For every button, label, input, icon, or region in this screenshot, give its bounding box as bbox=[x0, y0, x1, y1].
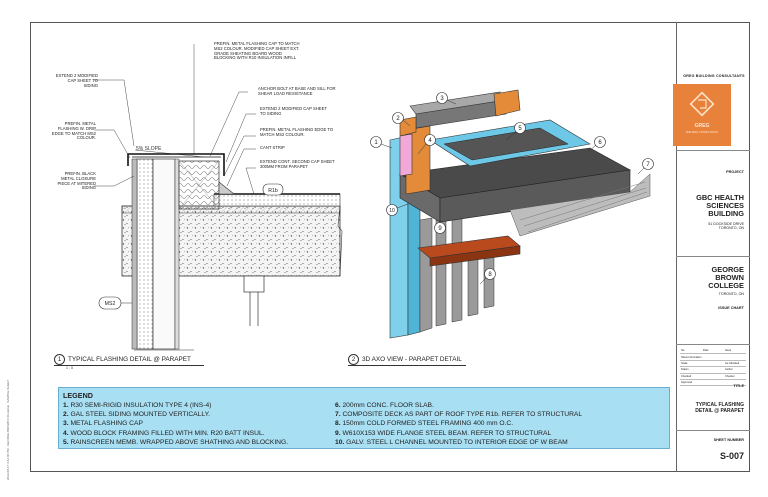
firm-logo: GREG BUILDING CONSULTANTS bbox=[673, 84, 731, 146]
project-label: PROJECT bbox=[726, 170, 744, 174]
ms2-tag-text: MS2 bbox=[105, 301, 116, 307]
logo-subtext: BUILDING CONSULTANTS bbox=[686, 130, 718, 134]
title-label: TITLE bbox=[733, 384, 744, 388]
svg-text:7: 7 bbox=[646, 162, 650, 168]
label-closure-piece: PREFIN. BLACK METAL CLOSURE PIECE AT MIT… bbox=[57, 171, 96, 191]
label-anchor-bolt: ANCHOR BOLT AT BASE AND SILL FOR SHEAR L… bbox=[258, 86, 336, 96]
axo-callouts: 1 2 3 4 5 6 7 8 9 10 bbox=[370, 92, 654, 285]
logo-mark-icon: GREG BUILDING CONSULTANTS bbox=[686, 91, 718, 134]
axo-tag-4: 4 bbox=[417, 134, 436, 155]
label-drip-edge: PREFIN. METAL FLASHING W. DRIP EDGE TO M… bbox=[51, 121, 96, 141]
svg-text:2: 2 bbox=[396, 116, 400, 122]
legend-item: 10. GALV. STEEL L CHANNEL MOUNTED TO INT… bbox=[335, 438, 568, 446]
legend-item: 9. W610X153 WIDE FLANGE STEEL BEAM. REFE… bbox=[335, 429, 552, 437]
sheet-side-stamp: 2022-08-17 4:42:48 PM · GEORGE BROWN COL… bbox=[6, 380, 16, 480]
svg-text:8: 8 bbox=[488, 272, 492, 278]
legend-title: LEGEND bbox=[63, 391, 93, 400]
legend-item: 5. RAINSCREEN MEMB. WRAPPED ABOVE SHATHI… bbox=[63, 438, 289, 446]
r1b-tag: R1b bbox=[262, 183, 284, 196]
caption-detail-2: 2 3D AXO VIEW - PARAPET DETAIL bbox=[348, 354, 466, 366]
sheet-number-label: SHEET NUMBER bbox=[713, 438, 744, 442]
legend-item: 3. METAL FLASHING CAP bbox=[63, 420, 143, 428]
legend-left-column: 1. R30 SEMI-RIGID INSULATION TYPE 4 (INS… bbox=[63, 401, 288, 447]
caption-detail-1: 1 TYPICAL FLASHING DETAIL @ PARAPET bbox=[54, 354, 204, 366]
label-flashing-edge: PREFIN. METAL FLASHING EDGE TO MATCH MS2… bbox=[260, 127, 334, 137]
svg-text:5: 5 bbox=[518, 126, 522, 132]
composite-deck bbox=[509, 173, 651, 237]
legend-item: 8. 150mm COLD FORMED STEEL FRAMING 400 m… bbox=[335, 420, 514, 428]
issue-chart-label: ISSUE CHART bbox=[718, 306, 744, 310]
label-flashing-cap: PREFIN. METAL FLASHING CAP TO MATCH MS2 … bbox=[214, 41, 300, 61]
sheet-number: S-007 bbox=[719, 451, 744, 461]
title-block: GREG BUILDING CONSULTANTS bbox=[676, 22, 751, 472]
caption-detail-1-text: TYPICAL FLASHING DETAIL @ PARAPET bbox=[68, 356, 191, 363]
sheet-title: TYPICAL FLASHING DETAIL @ PARAPET bbox=[695, 402, 744, 414]
axo-parapet-view: 1 2 3 4 5 6 7 8 9 10 bbox=[370, 89, 654, 339]
r1b-tag-text: R1b bbox=[268, 188, 278, 194]
project-name: GBC HEALTH SCIENCES BUILDING bbox=[696, 193, 744, 218]
axo-tag-7: 7 bbox=[637, 158, 654, 175]
slope-text: 5% SLOPE bbox=[136, 146, 162, 152]
flashing-section-detail: 5% SLOPE R1b MS2 bbox=[94, 44, 343, 351]
caption-detail-2-number: 2 bbox=[348, 354, 359, 365]
label-second-cap: EXTEND CONT. SECOND CAP SHEET 300mm FROM… bbox=[260, 159, 335, 169]
label-cant-strip: CANT STRIP bbox=[260, 145, 285, 150]
legend-item: 4. WOOD BLOCK FRAMING FILLED WITH MIN. R… bbox=[63, 429, 265, 437]
axo-tag-10: 10 bbox=[386, 203, 409, 216]
axo-tag-2: 2 bbox=[392, 112, 411, 127]
axo-tag-8: 8 bbox=[479, 268, 496, 285]
svg-text:9: 9 bbox=[438, 226, 442, 232]
ms2-tag: MS2 bbox=[98, 296, 132, 310]
slope-indicator: 5% SLOPE bbox=[136, 146, 162, 152]
label-extend-cap-b: EXTEND 2 MODIFIED CAP SHEET TO SIDING bbox=[260, 106, 327, 116]
client-address: TORONTO, ON bbox=[718, 292, 744, 296]
project-address: 51 DOCKSIDE DRIVE TORONTO, ON bbox=[708, 222, 744, 231]
legend-item: 2. GAL STEEL SIDING MOUNTED VERTICALLY. bbox=[63, 411, 211, 419]
label-extend-cap: EXTEND 2 MODIFIED CAP SHEET TO SIDING bbox=[55, 73, 98, 88]
svg-text:3: 3 bbox=[440, 96, 444, 102]
caption-detail-1-scale: 1 : 5 bbox=[66, 366, 73, 370]
legend-item: 7. COMPOSITE DECK AS PART OF ROOF TYPE R… bbox=[335, 411, 583, 419]
axo-tag-5: 5 bbox=[505, 122, 526, 141]
axo-tag-9: 9 bbox=[434, 222, 446, 234]
caption-detail-2-text: 3D AXO VIEW - PARAPET DETAIL bbox=[362, 356, 462, 363]
svg-text:10: 10 bbox=[389, 208, 395, 214]
axo-tag-1: 1 bbox=[370, 136, 393, 149]
legend-item: 6. 200mm CONC. FLOOR SLAB. bbox=[335, 402, 434, 409]
client-name: GEORGE BROWN COLLEGE bbox=[708, 265, 744, 290]
axo-tag-3: 3 bbox=[436, 92, 457, 105]
legend-right-column: 6. 200mm CONC. FLOOR SLAB. 7. COMPOSITE … bbox=[335, 401, 582, 447]
svg-text:6: 6 bbox=[598, 140, 602, 146]
svg-text:1: 1 bbox=[374, 140, 378, 146]
logo-text: GREG bbox=[695, 123, 710, 129]
caption-detail-1-number: 1 bbox=[54, 354, 65, 365]
side-stamp-text: 2022-08-17 4:42:48 PM · GEORGE BROWN COL… bbox=[6, 379, 10, 480]
svg-text:4: 4 bbox=[428, 138, 432, 144]
sheet-border bbox=[30, 22, 750, 472]
legend-box: LEGEND 1. R30 SEMI-RIGID INSULATION TYPE… bbox=[58, 387, 670, 449]
legend-item: 1. R30 SEMI-RIGID INSULATION TYPE 4 (INS… bbox=[63, 402, 212, 409]
firm-name: GREG BUILDING CONSULTANTS bbox=[683, 74, 745, 78]
axo-tag-6: 6 bbox=[587, 136, 606, 153]
